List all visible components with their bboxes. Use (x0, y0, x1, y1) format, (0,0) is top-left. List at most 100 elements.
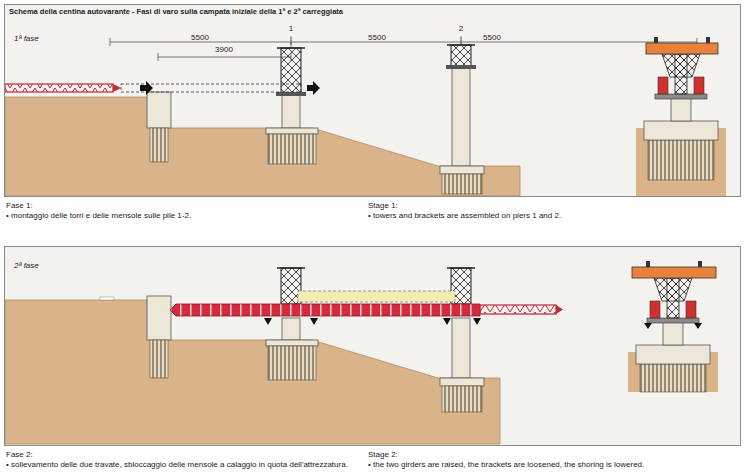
girder (556, 305, 563, 314)
dimension-line (110, 38, 111, 46)
girder (113, 84, 121, 92)
support-mark (443, 318, 451, 325)
terrain (5, 300, 500, 444)
terrain (100, 297, 114, 300)
support-mark (473, 318, 481, 325)
pier (282, 318, 300, 340)
terrain (5, 97, 520, 196)
dimension-line (291, 36, 292, 47)
pier (440, 166, 484, 174)
cross-section (632, 267, 716, 278)
tower (277, 47, 305, 49)
support-mark (264, 318, 481, 325)
pier (452, 318, 470, 378)
stage-title: Stage 2: (368, 450, 398, 459)
cross-section (654, 37, 658, 43)
tower (281, 48, 301, 93)
dimension-label: 5500 (368, 33, 386, 42)
cross-section (647, 318, 699, 323)
cross-section (628, 261, 718, 392)
support-mark (264, 318, 272, 325)
cross-section (663, 321, 683, 345)
pier (266, 318, 484, 412)
support-mark (310, 318, 318, 325)
panel-ground (4, 246, 741, 446)
abutment (150, 340, 168, 378)
dimension-line (158, 57, 291, 58)
pier (452, 68, 470, 166)
cross-section (667, 278, 679, 318)
stage-panel: 1ª fase (4, 4, 741, 197)
abutment (147, 296, 171, 340)
cross-section (650, 301, 660, 318)
cross-section (671, 97, 691, 121)
stage-heading: 1ª fase (5, 34, 39, 43)
dimension-line (291, 53, 292, 61)
pier (268, 346, 316, 380)
girder (170, 304, 480, 316)
tower (277, 267, 305, 269)
stage-title: Fase 1: (6, 201, 33, 210)
panel-ground (4, 4, 741, 446)
launch-arrow (140, 81, 153, 95)
cross-section (655, 94, 707, 99)
cross-section (636, 37, 726, 196)
girder (298, 291, 455, 302)
cross-section (644, 121, 718, 140)
stage-note: • sollevamento delle due travate, sblocc… (6, 460, 348, 469)
dimension-label: 3900 (215, 45, 233, 54)
tower (276, 92, 306, 96)
pier (266, 128, 318, 134)
diagram-title: Schema della centina autovarante - Fasi … (9, 7, 343, 16)
cross-section (646, 261, 650, 267)
dimension-label: 5500 (191, 33, 209, 42)
terrain (5, 297, 500, 444)
pier (282, 95, 300, 128)
pier (268, 134, 316, 164)
launch-arrow (307, 81, 320, 95)
stage-panel: 2ª fase (4, 246, 741, 446)
cross-section (640, 364, 706, 392)
girder (5, 84, 113, 92)
dimension-line (461, 36, 462, 44)
stage-note: • towers and brackets are assembled on p… (368, 211, 561, 220)
terrain (5, 97, 520, 196)
abutment (147, 92, 171, 128)
stage-title: Stage 1: (368, 201, 398, 210)
pier (440, 378, 484, 386)
pier (442, 174, 482, 194)
stage-heading: 2ª fase (5, 261, 39, 270)
cross-section (706, 37, 710, 43)
cross-section (646, 43, 718, 54)
cross-section (675, 54, 687, 94)
cross-section (636, 345, 710, 364)
cross-section (698, 261, 702, 267)
stage-title: Fase 2: (6, 450, 33, 459)
launch-arrow (140, 81, 320, 95)
girder (480, 305, 556, 314)
pier (442, 386, 482, 412)
tower (451, 45, 471, 66)
cross-section (648, 140, 714, 180)
abutment (150, 128, 168, 162)
tower (276, 45, 476, 96)
cross-section (658, 77, 668, 94)
tower (446, 65, 476, 69)
stage-note: • montaggio delle torri e delle mensole … (6, 211, 191, 220)
cross-section (694, 323, 702, 329)
stage-note: • the two girders are raised, the bracke… (368, 460, 644, 469)
girder (170, 291, 563, 316)
abutment (147, 296, 171, 378)
pier-number: 1 (289, 24, 293, 33)
dimension-label: 5500 (483, 33, 501, 42)
abutment (147, 92, 171, 162)
tower (447, 267, 475, 269)
tower (277, 268, 475, 304)
pier-number: 2 (459, 24, 463, 33)
dimension-line (158, 53, 159, 61)
cross-section (644, 323, 652, 329)
pier (266, 340, 318, 346)
cross-section (694, 77, 704, 94)
cross-section (686, 301, 696, 318)
